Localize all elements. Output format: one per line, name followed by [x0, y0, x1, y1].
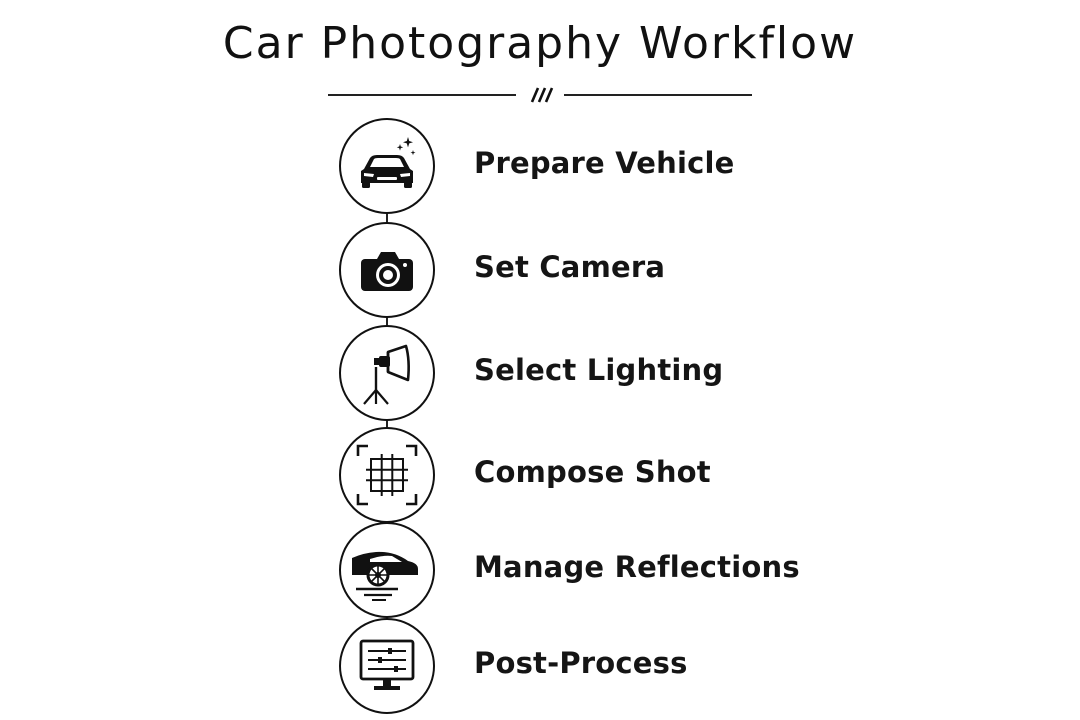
car-front-sparkle-icon: [361, 137, 416, 188]
step-prepare-vehicle: Prepare Vehicle: [339, 118, 734, 214]
step-label: Select Lighting: [474, 353, 724, 387]
softbox-light-icon: [363, 344, 410, 405]
step-label: Post-Process: [474, 646, 688, 680]
steps-connector-line: [386, 206, 388, 636]
step-circle: [339, 325, 435, 421]
step-circle: [339, 618, 435, 714]
divider-line-right: [564, 94, 752, 96]
step-manage-reflections: Manage Reflections: [339, 522, 800, 618]
step-compose-shot: Compose Shot: [339, 427, 711, 523]
camera-icon: [361, 252, 413, 291]
car-side-reflection-icon: [352, 551, 418, 601]
step-label: Set Camera: [474, 250, 666, 284]
monitor-sliders-icon: [359, 639, 415, 690]
step-label: Compose Shot: [474, 455, 711, 489]
step-set-camera: Set Camera: [339, 222, 665, 318]
framing-grid-icon: [356, 444, 418, 506]
title-divider: [328, 86, 752, 104]
step-post-process: Post-Process: [339, 618, 687, 714]
divider-slashes-icon: [530, 87, 554, 103]
step-circle: [339, 427, 435, 523]
diagram-title: Car Photography Workflow: [222, 18, 858, 69]
step-label: Manage Reflections: [474, 550, 800, 584]
step-select-lighting: Select Lighting: [339, 325, 723, 421]
divider-line-left: [328, 94, 516, 96]
step-label: Prepare Vehicle: [474, 146, 735, 180]
